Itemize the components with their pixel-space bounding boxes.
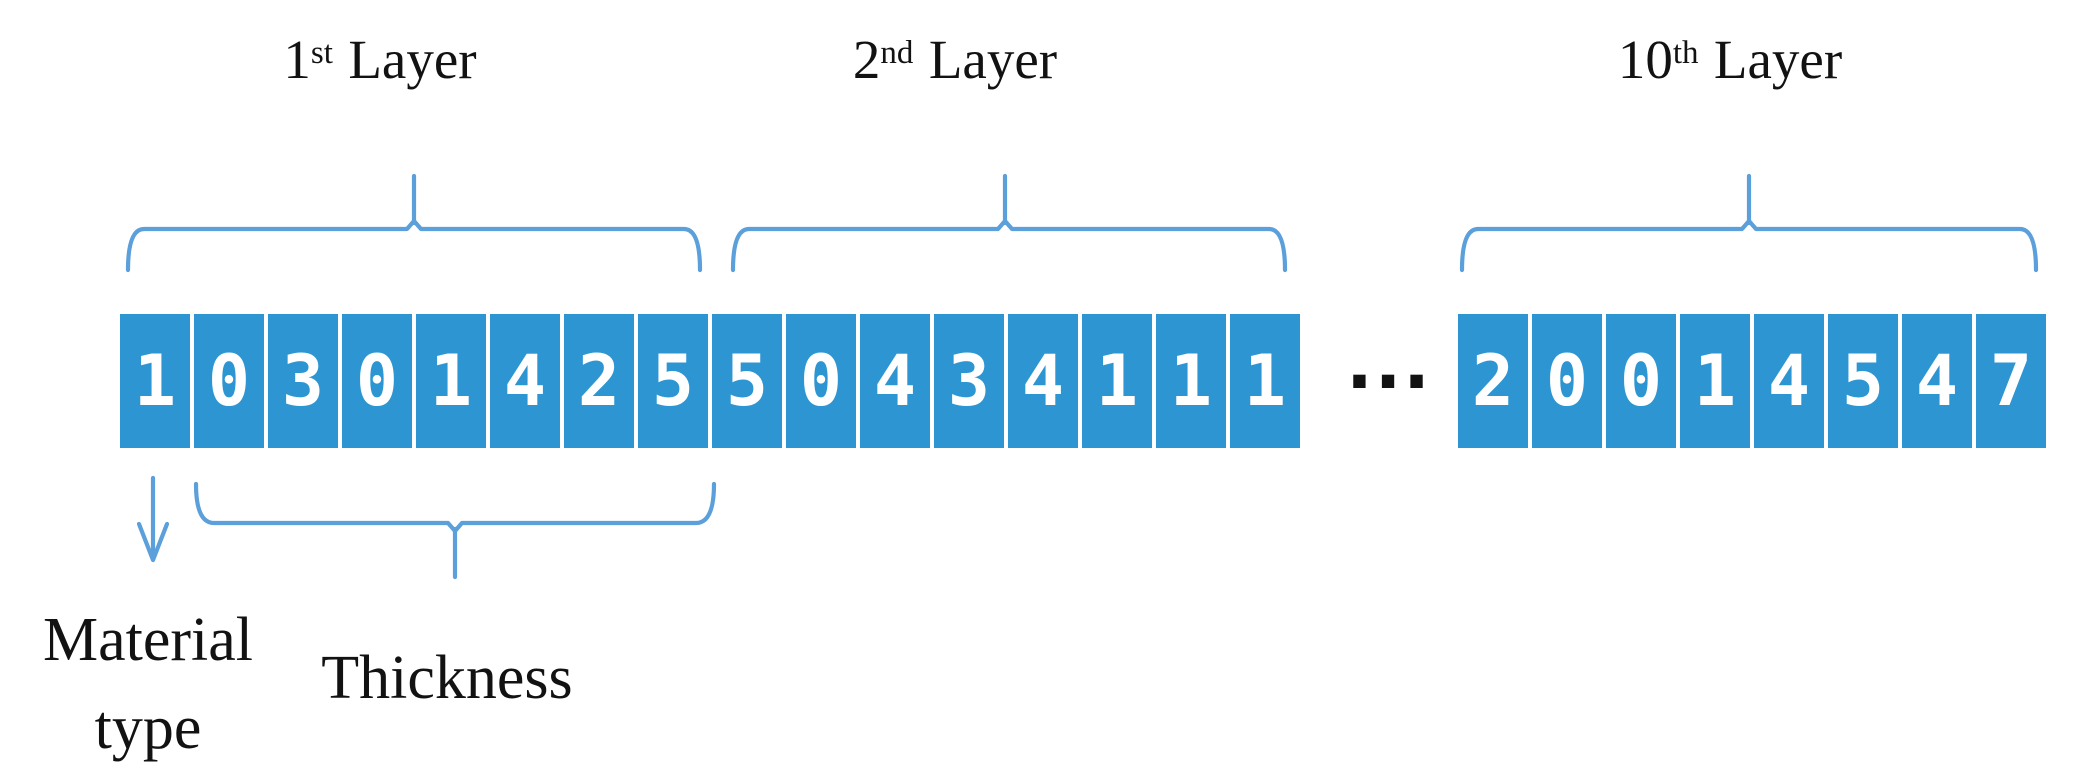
material-type-line1: Material <box>42 606 253 674</box>
layer-10-number: 10 <box>1617 29 1673 90</box>
layer-10-ordinal: th <box>1672 35 1699 72</box>
digit-cell: 1 <box>1680 314 1750 448</box>
digit-cell: 3 <box>268 314 338 448</box>
digit-cell: 1 <box>1082 314 1152 448</box>
digit-cell: 0 <box>1532 314 1602 448</box>
layer-2-ordinal: nd <box>880 35 914 72</box>
brace-layer-2 <box>730 218 1288 273</box>
label-layer-10: 10th Layer <box>1530 20 1930 108</box>
digit-cell: 1 <box>1156 314 1226 448</box>
layer-1-ordinal: st <box>310 35 333 72</box>
label-layer-2: 2nd Layer <box>755 20 1155 108</box>
material-type-label: Material type <box>18 596 278 772</box>
digit-cell: 7 <box>1976 314 2046 448</box>
digit-cell: 0 <box>786 314 856 448</box>
digit-cell: 0 <box>194 314 264 448</box>
brace-layer-1 <box>125 218 703 273</box>
digit-cell: 5 <box>1828 314 1898 448</box>
layer-10-word: Layer <box>1713 29 1843 90</box>
digit-cell: 4 <box>1902 314 1972 448</box>
brace-thickness <box>193 481 717 534</box>
material-type-arrow-head <box>136 521 170 563</box>
digit-cell: 1 <box>416 314 486 448</box>
digit-cell: 0 <box>1606 314 1676 448</box>
brace-layer-10 <box>1459 218 2039 273</box>
layer-1-number: 1 <box>283 29 311 90</box>
digit-cell: 2 <box>564 314 634 448</box>
digit-cell: 3 <box>934 314 1004 448</box>
digit-cell: 0 <box>342 314 412 448</box>
layer-1-word: Layer <box>348 29 477 90</box>
layer-2-word: Layer <box>928 29 1058 90</box>
label-layer-1: 1st Layer <box>180 20 580 108</box>
digit-cell: 5 <box>712 314 782 448</box>
digit-cell: 4 <box>1754 314 1824 448</box>
digit-cell: 5 <box>638 314 708 448</box>
digit-cell: 1 <box>1230 314 1300 448</box>
digit-cell: 4 <box>490 314 560 448</box>
material-type-line2: type <box>94 694 202 763</box>
digit-cell: 2 <box>1458 314 1528 448</box>
digit-cell: 4 <box>860 314 930 448</box>
thickness-label: Thickness <box>321 644 573 712</box>
digit-cell: 4 <box>1008 314 1078 448</box>
ellipsis: ... <box>1346 323 1432 405</box>
layer-2-number: 2 <box>852 29 881 90</box>
digit-cell: 1 <box>120 314 190 448</box>
